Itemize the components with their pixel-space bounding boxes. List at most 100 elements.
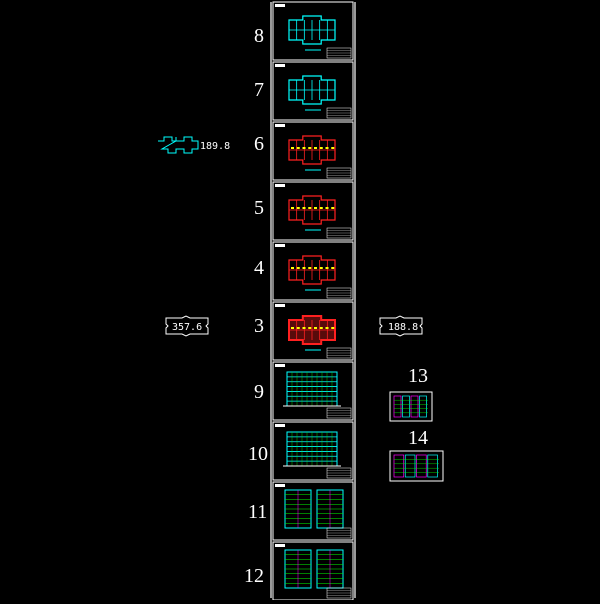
sheet-tag — [275, 484, 285, 487]
sheet-4 — [272, 241, 354, 301]
detail-panel — [427, 454, 438, 478]
plan-annotation — [291, 147, 294, 149]
plan-annotation — [331, 327, 335, 329]
plan-annotation — [308, 207, 312, 209]
sheet-8 — [272, 1, 354, 61]
detail-sheets-layer — [389, 391, 444, 482]
plan-annotation — [314, 327, 317, 329]
detail-sheet-number-13: 13 — [408, 365, 428, 387]
sheets-layer — [272, 1, 354, 601]
plan-annotation — [325, 147, 329, 149]
callout-left-outline — [165, 315, 209, 337]
plan-annotation — [308, 147, 312, 149]
plan-annotation — [302, 327, 306, 329]
sheet-11 — [272, 481, 354, 541]
detail-panel — [393, 395, 402, 418]
sheet-frame — [272, 481, 354, 541]
sheet-frame — [272, 241, 354, 301]
callout-left-value: 357.6 — [172, 322, 202, 333]
floor-plan-outline — [288, 195, 336, 225]
plan-annotation — [302, 207, 306, 209]
sheet-tag — [275, 544, 285, 547]
sheet-frame — [272, 541, 354, 601]
floor-plan-outline — [288, 75, 336, 105]
callout-right-value: 188.8 — [388, 322, 418, 333]
detail-panel — [402, 395, 410, 418]
sheet-tag — [275, 4, 285, 7]
plan-annotation — [302, 147, 306, 149]
sheet-frame — [272, 121, 354, 181]
plan-annotation — [314, 147, 317, 149]
sheet-number-9: 9 — [254, 381, 264, 403]
plan-annotation — [308, 267, 312, 269]
sheet-5 — [272, 181, 354, 241]
detail-sheet-13 — [389, 391, 433, 422]
floor-plan-outline — [288, 135, 336, 165]
plan-annotation — [314, 267, 317, 269]
plan-annotation — [302, 267, 306, 269]
plan-annotation — [325, 267, 329, 269]
detail-panel — [419, 395, 427, 418]
plan-annotation — [331, 207, 335, 209]
sheet-tag — [275, 124, 285, 127]
plan-annotation — [314, 207, 317, 209]
sheet-tag — [275, 304, 285, 307]
sheet-number-12: 12 — [244, 565, 264, 587]
sheet-7 — [272, 61, 354, 121]
sheet-12 — [272, 541, 354, 601]
plan-annotation — [325, 327, 329, 329]
plan-annotation — [319, 267, 323, 269]
detail-panel — [410, 395, 419, 418]
callout-right-outline — [379, 315, 423, 337]
detail-sheet-number-14: 14 — [408, 427, 428, 449]
callout-top-value: 189.8 — [200, 141, 230, 152]
sheet-tag — [275, 244, 285, 247]
plan-annotation — [319, 327, 323, 329]
sheet-6 — [272, 121, 354, 181]
sheet-frame — [272, 181, 354, 241]
sheet-tag — [275, 364, 285, 367]
plan-annotation — [308, 327, 312, 329]
sheet-frame — [272, 61, 354, 121]
sheet-tag — [275, 184, 285, 187]
sheet-frame — [272, 361, 354, 421]
sheet-number-11: 11 — [248, 501, 268, 523]
sheet-number-7: 7 — [254, 79, 264, 101]
sheet-3 — [272, 301, 354, 361]
sheet-10 — [272, 421, 354, 481]
plan-annotation — [296, 147, 300, 149]
callout-top-outline — [158, 136, 199, 154]
sheet-tag — [275, 424, 285, 427]
floor-plan-outline — [288, 15, 336, 45]
sheet-number-8: 8 — [254, 25, 264, 47]
sheet-number-6: 6 — [254, 133, 264, 155]
sheet-number-5: 5 — [254, 197, 264, 219]
callout-top: 189.8 — [158, 136, 230, 154]
detail-sheet-14 — [389, 450, 444, 482]
sheet-number-4: 4 — [254, 257, 264, 279]
detail-panel — [393, 454, 405, 478]
plan-annotation — [325, 207, 329, 209]
sheet-frame — [272, 421, 354, 481]
plan-annotation — [296, 327, 300, 329]
floor-plan-outline — [288, 255, 336, 285]
plan-annotation — [331, 147, 335, 149]
sheet-9 — [272, 361, 354, 421]
plan-annotation — [291, 207, 294, 209]
plan-annotation — [291, 327, 294, 329]
sheet-number-10: 10 — [248, 443, 268, 465]
callout-left: 357.6 — [165, 315, 209, 337]
plan-annotation — [296, 267, 300, 269]
plan-annotation — [291, 267, 294, 269]
sheet-number-3: 3 — [254, 315, 264, 337]
plan-annotation — [319, 207, 323, 209]
plan-annotation — [331, 267, 335, 269]
sheet-tag — [275, 64, 285, 67]
callout-right: 188.8 — [379, 315, 423, 337]
plan-annotation — [319, 147, 323, 149]
detail-panel — [404, 454, 416, 478]
plan-annotation — [296, 207, 300, 209]
detail-panel — [416, 454, 427, 478]
